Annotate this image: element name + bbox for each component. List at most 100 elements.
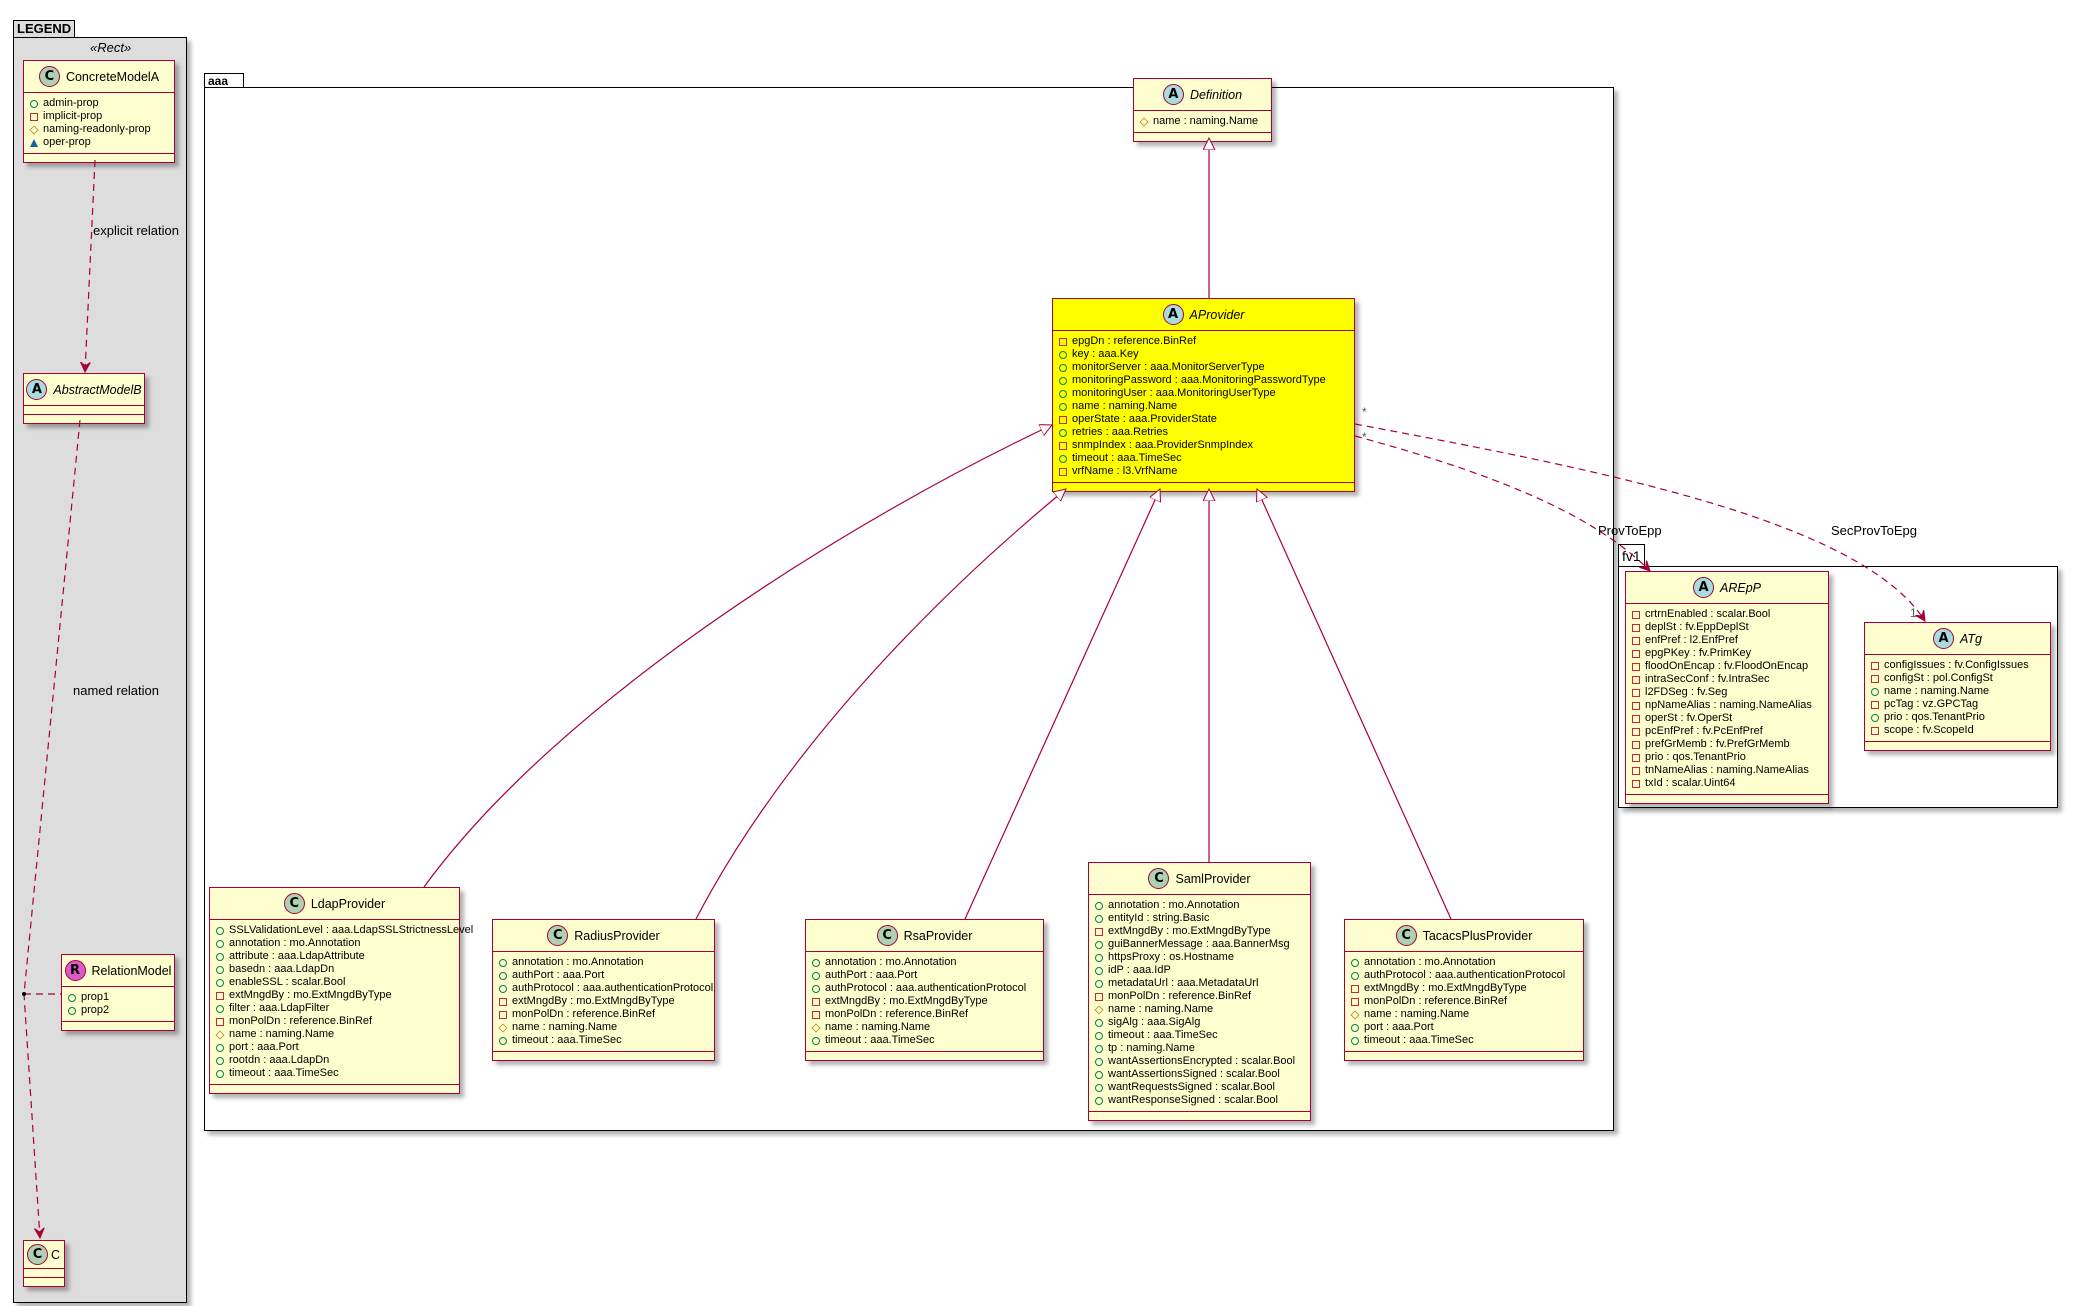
- private-visibility-icon: [1632, 688, 1640, 697]
- attribute-row: floodOnEncap : fv.FloodOnEncap: [1632, 660, 1822, 673]
- public-visibility-icon: [216, 926, 224, 935]
- attribute-text: deplSt : fv.EppDeplSt: [1645, 621, 1749, 633]
- public-visibility-icon: [30, 99, 38, 108]
- attribute-row: name : naming.Name: [1059, 400, 1348, 413]
- attribute-row: name : naming.Name: [1139, 115, 1265, 128]
- public-visibility-icon: [216, 965, 224, 974]
- attribute-text: annotation : mo.Annotation: [229, 937, 361, 949]
- attribute-row: wantRequestsSigned : scalar.Bool: [1095, 1081, 1304, 1094]
- attribute-text: name : naming.Name: [229, 1028, 335, 1040]
- attribute-text: monPolDn : reference.BinRef: [1364, 995, 1508, 1007]
- attribute-text: timeout : aaa.TimeSec: [1108, 1029, 1218, 1041]
- attribute-text: wantResponseSigned : scalar.Bool: [1108, 1094, 1278, 1106]
- attribute-row: extMngdBy : mo.ExtMngdByType: [499, 995, 708, 1008]
- attribute-text: prop2: [81, 1004, 110, 1016]
- attribute-text: configSt : pol.ConfigSt: [1884, 672, 1993, 684]
- public-visibility-icon: [812, 958, 820, 967]
- attribute-text: npNameAlias : naming.NameAlias: [1645, 699, 1812, 711]
- attribute-row: intraSecConf : fv.IntraSec: [1632, 673, 1822, 686]
- class-methods: [24, 415, 144, 423]
- private-visibility-icon: [1095, 927, 1103, 936]
- public-visibility-icon: [1095, 966, 1103, 975]
- attribute-text: prio : qos.TenantPrio: [1645, 751, 1746, 763]
- public-visibility-icon: [1095, 1044, 1103, 1053]
- private-visibility-icon: [1632, 636, 1640, 645]
- public-visibility-icon: [499, 971, 507, 980]
- public-visibility-icon: [499, 958, 507, 967]
- class-attributes: name : naming.Name: [1134, 111, 1271, 133]
- attribute-text: key : aaa.Key: [1072, 348, 1139, 360]
- attribute-row: annotation : mo.Annotation: [499, 956, 708, 969]
- sec-prov-to-epg-label: SecProvToEpg: [1831, 523, 1917, 538]
- private-visibility-icon: [1871, 726, 1879, 735]
- class-spot-icon: C: [1395, 925, 1417, 946]
- attribute-text: name : naming.Name: [1108, 1003, 1214, 1015]
- attribute-text: extMngdBy : mo.ExtMngdByType: [1108, 925, 1271, 937]
- attribute-text: tnNameAlias : naming.NameAlias: [1645, 764, 1809, 776]
- attribute-text: implicit-prop: [43, 110, 103, 122]
- public-visibility-icon: [216, 1056, 224, 1065]
- class-name: RadiusProvider: [574, 928, 660, 943]
- public-visibility-icon: [1351, 971, 1359, 980]
- public-visibility-icon: [1095, 1057, 1103, 1066]
- attribute-text: guiBannerMessage : aaa.BannerMsg: [1108, 938, 1290, 950]
- attribute-text: annotation : mo.Annotation: [512, 956, 644, 968]
- attribute-text: timeout : aaa.TimeSec: [825, 1034, 935, 1046]
- attribute-row: epgDn : reference.BinRef: [1059, 335, 1348, 348]
- attribute-text: idP : aaa.IdP: [1108, 964, 1171, 976]
- public-visibility-icon: [1351, 1023, 1359, 1032]
- attribute-row: port : aaa.Port: [1351, 1021, 1577, 1034]
- attribute-row: configIssues : fv.ConfigIssues: [1871, 659, 2044, 672]
- attribute-row: tp : naming.Name: [1095, 1042, 1304, 1055]
- attribute-text: monPolDn : reference.BinRef: [825, 1008, 969, 1020]
- attribute-row: wantResponseSigned : scalar.Bool: [1095, 1094, 1304, 1107]
- private-visibility-icon: [1351, 984, 1359, 993]
- attribute-text: annotation : mo.Annotation: [1108, 899, 1240, 911]
- attribute-row: timeout : aaa.TimeSec: [216, 1067, 453, 1080]
- attribute-text: retries : aaa.Retries: [1072, 426, 1168, 438]
- class-spot-icon: C: [27, 1244, 48, 1265]
- public-visibility-icon: [1095, 940, 1103, 949]
- attribute-text: monitoringUser : aaa.MonitoringUserType: [1072, 387, 1276, 399]
- attribute-text: tp : naming.Name: [1108, 1042, 1195, 1054]
- public-visibility-icon: [216, 1043, 224, 1052]
- attribute-row: operSt : fv.OperSt: [1632, 712, 1822, 725]
- public-visibility-icon: [812, 971, 820, 980]
- class-methods: [24, 154, 174, 162]
- attribute-text: enfPref : l2.EnfPref: [1645, 634, 1738, 646]
- attribute-text: scope : fv.ScopeId: [1884, 724, 1974, 736]
- attribute-text: monitorServer : aaa.MonitorServerType: [1072, 361, 1265, 373]
- private-visibility-icon: [1632, 727, 1640, 736]
- attribute-text: authProtocol : aaa.authenticationProtoco…: [512, 982, 714, 994]
- attribute-text: pcEnfPref : fv.PcEnfPref: [1645, 725, 1763, 737]
- attribute-row: sigAlg : aaa.SigAlg: [1095, 1016, 1304, 1029]
- private-visibility-icon: [1632, 675, 1640, 684]
- class-name: TacacsPlusProvider: [1422, 928, 1533, 943]
- attribute-text: extMngdBy : mo.ExtMngdByType: [229, 989, 392, 1001]
- attribute-row: monitoringPassword : aaa.MonitoringPassw…: [1059, 374, 1348, 387]
- attribute-text: epgPKey : fv.PrimKey: [1645, 647, 1752, 659]
- aaa-package-tab: aaa: [204, 73, 244, 88]
- private-visibility-icon: [216, 1017, 224, 1026]
- attribute-row: annotation : mo.Annotation: [1095, 899, 1304, 912]
- private-visibility-icon: [1095, 992, 1103, 1001]
- attribute-row: operState : aaa.ProviderState: [1059, 413, 1348, 426]
- attribute-row: name : naming.Name: [1350, 1008, 1577, 1021]
- public-visibility-icon: [1095, 1096, 1103, 1105]
- attribute-row: authProtocol : aaa.authenticationProtoco…: [812, 982, 1037, 995]
